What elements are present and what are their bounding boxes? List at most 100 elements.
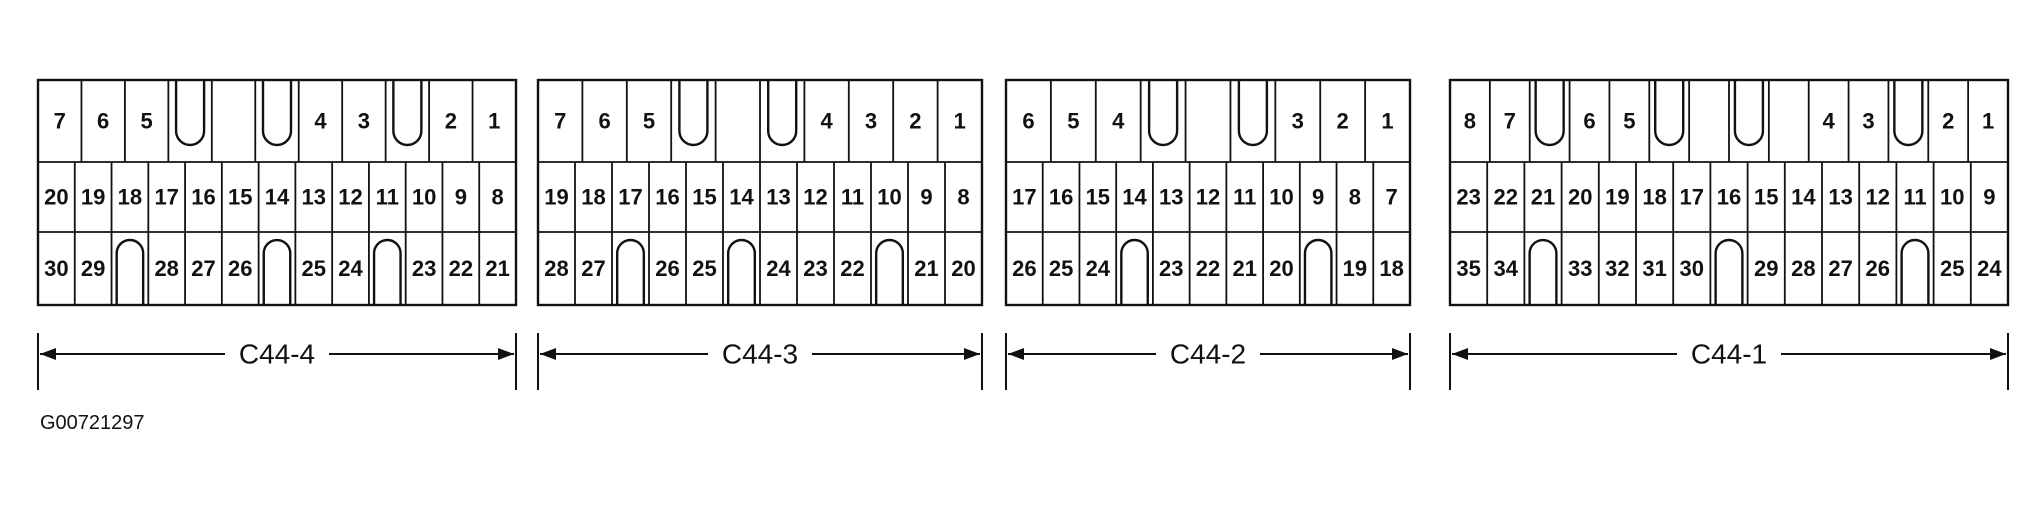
pin-number: 12 <box>1866 185 1890 210</box>
pin-number: 26 <box>228 256 252 281</box>
pin-number: 10 <box>877 185 901 210</box>
pin-number: 9 <box>1312 185 1324 210</box>
pin-number: 4 <box>314 109 327 134</box>
bottom-row-keying-notch <box>615 238 646 305</box>
pin-number: 15 <box>692 185 716 210</box>
pin-number: 24 <box>1086 256 1111 281</box>
pin-number: 25 <box>1049 256 1073 281</box>
pin-number: 12 <box>1196 185 1220 210</box>
pin-number: 19 <box>544 185 568 210</box>
pin-number: 31 <box>1642 256 1666 281</box>
bottom-row-keying-notch <box>1120 238 1149 305</box>
top-row-keying-notch <box>1733 80 1765 147</box>
pin-number: 3 <box>1292 109 1304 134</box>
pin-number: 6 <box>1583 109 1595 134</box>
pin-number: 23 <box>1159 256 1183 281</box>
top-row-keying-notch <box>174 80 206 147</box>
arrowhead-right <box>964 348 980 360</box>
pin-number: 15 <box>1754 185 1778 210</box>
connector-label: C44-1 <box>1691 339 1767 370</box>
figure-id: G00721297 <box>40 412 145 434</box>
pin-number: 33 <box>1568 256 1592 281</box>
pin-number: 5 <box>141 109 153 134</box>
pin-number: 24 <box>1977 256 2002 281</box>
dimension-line: C44-4 <box>37 333 517 390</box>
arrowhead-left <box>540 348 556 360</box>
pin-number: 13 <box>1159 185 1183 210</box>
pin-number: 1 <box>1381 109 1393 134</box>
bottom-row-keying-notch <box>1714 239 1744 305</box>
pin-number: 22 <box>840 256 864 281</box>
pin-number: 1 <box>1982 109 1994 134</box>
pin-number: 3 <box>358 109 370 134</box>
arrowhead-right <box>1990 348 2006 360</box>
pin-number: 23 <box>803 256 827 281</box>
bottom-row-keying-notch <box>874 238 905 305</box>
pin-number: 23 <box>412 256 436 281</box>
pin-number: 14 <box>729 185 754 210</box>
pin-number: 17 <box>1012 185 1036 210</box>
pin-number: 19 <box>81 185 105 210</box>
pin-number: 7 <box>554 109 566 134</box>
pin-number: 8 <box>1464 109 1476 134</box>
pin-number: 21 <box>1531 185 1555 210</box>
pin-number: 24 <box>338 256 363 281</box>
arrowhead-left <box>1452 348 1468 360</box>
pin-number: 15 <box>228 185 252 210</box>
top-row-keying-notch <box>767 80 798 147</box>
bottom-row-keying-notch <box>115 238 145 305</box>
pin-number: 21 <box>914 256 938 281</box>
pin-number: 22 <box>1494 185 1518 210</box>
pin-number: 13 <box>766 185 790 210</box>
pin-number: 29 <box>1754 256 1778 281</box>
dimension-line: C44-3 <box>537 333 983 390</box>
top-row-keying-notch <box>678 80 709 147</box>
pin-number: 1 <box>954 109 966 134</box>
pin-number: 7 <box>1504 109 1516 134</box>
top-row-keying-notch <box>261 80 293 147</box>
top-row-keying-notch <box>1237 80 1269 147</box>
pin-number: 9 <box>920 185 932 210</box>
bottom-row-keying-notch <box>1900 239 1930 305</box>
connector-label: C44-2 <box>1170 339 1246 370</box>
pin-number: 22 <box>1196 256 1220 281</box>
pin-number: 28 <box>1791 256 1815 281</box>
bottom-row-keying-notch <box>1528 239 1558 305</box>
bottom-row-keying-notch <box>726 238 757 305</box>
pin-number: 8 <box>1349 185 1361 210</box>
pin-number: 27 <box>581 256 605 281</box>
pin-number: 18 <box>581 185 605 210</box>
pin-number: 26 <box>1012 256 1036 281</box>
pin-number: 23 <box>1456 185 1480 210</box>
pin-number: 13 <box>302 185 326 210</box>
top-row-keying-notch <box>1534 80 1565 147</box>
connector-outline <box>36 78 518 307</box>
arrowhead-right <box>1392 348 1408 360</box>
pin-number: 9 <box>1983 185 1995 210</box>
arrowhead-left <box>40 348 56 360</box>
pin-number: 12 <box>803 185 827 210</box>
pin-number: 3 <box>1862 109 1874 134</box>
pin-number: 12 <box>338 185 362 210</box>
pin-number: 2 <box>909 109 921 134</box>
pin-number: 27 <box>191 256 215 281</box>
bottom-row-keying-notch <box>372 238 402 305</box>
pin-number: 14 <box>1122 185 1147 210</box>
pin-number: 4 <box>820 109 833 134</box>
pin-number: 16 <box>1049 185 1073 210</box>
pin-number: 2 <box>1942 109 1954 134</box>
pin-number: 17 <box>154 185 178 210</box>
bottom-row-keying-notch <box>262 238 292 305</box>
pin-number: 30 <box>1680 256 1704 281</box>
pin-number: 2 <box>445 109 457 134</box>
pin-number: 1 <box>488 109 500 134</box>
pin-number: 3 <box>865 109 877 134</box>
pin-number: 16 <box>191 185 215 210</box>
pin-number: 14 <box>265 185 290 210</box>
pin-number: 18 <box>1379 256 1403 281</box>
pin-number: 32 <box>1605 256 1629 281</box>
pin-number: 20 <box>1568 185 1592 210</box>
pin-number: 7 <box>1386 185 1398 210</box>
